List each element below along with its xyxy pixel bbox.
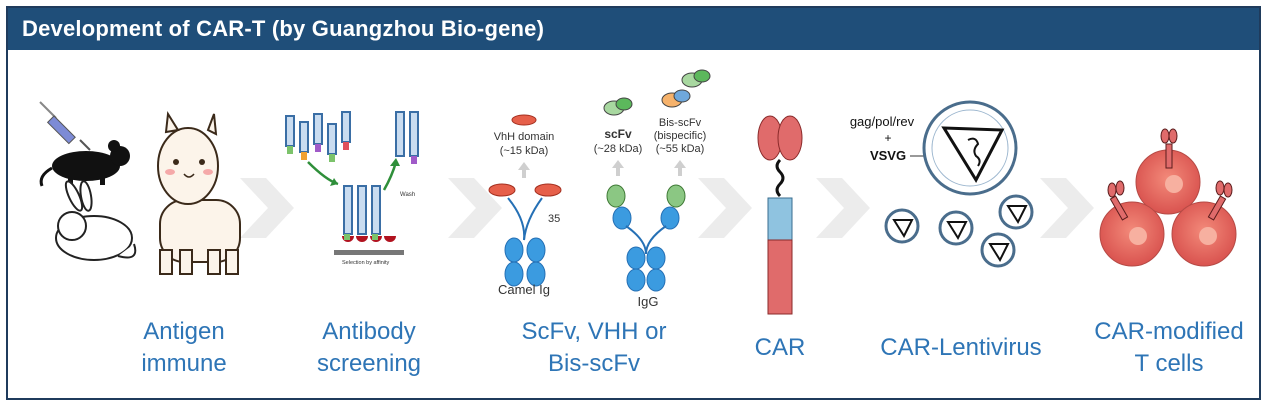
chevron-arrow-1 (240, 178, 294, 238)
step-label-antibody-screening: Antibody screening (304, 316, 434, 380)
scfv-arrow-icon (612, 160, 624, 176)
scfv-icon (603, 97, 633, 116)
chevron-arrow-4 (816, 178, 870, 238)
bound-phage-icon (343, 185, 381, 235)
step-label-line: ScFv, VHH or (521, 318, 667, 345)
gag-pol-rev-label: gag/pol/rev (850, 114, 915, 129)
scfv-label: scFv (604, 127, 632, 141)
step-label-scfv-vhh: ScFv, VHH or Bis-scFv (506, 316, 682, 380)
header-title: Development of CAR-T (by Guangzhou Bio-g… (22, 16, 545, 41)
wash-arrowhead-icon (390, 158, 400, 166)
step-label-line: Antibody (322, 318, 416, 345)
alpaca-icon (157, 111, 241, 275)
eluted-tag (411, 156, 417, 164)
chevron-arrow-3 (698, 178, 752, 238)
mouse-icon (39, 140, 130, 187)
selection-label: Selection by affinity (342, 260, 390, 266)
plus-label: + (884, 131, 891, 145)
chevron-arrow-5 (1040, 178, 1094, 238)
car-receptor-icon (757, 115, 803, 315)
step-label-line: T cells (1134, 350, 1204, 377)
lentivirus-small-cores (892, 205, 1028, 263)
camel-number-label: 35 (548, 213, 560, 225)
phage-tags (287, 142, 349, 162)
bis-kda-label: (~55 kDa) (656, 143, 705, 155)
lentivirus-large-icon (922, 100, 1018, 196)
eluted-phage-icon (395, 111, 419, 157)
step-label-car-t-cells: CAR-modified T cells (1080, 316, 1258, 380)
step-label-car-lentivirus: CAR-Lentivirus (866, 332, 1056, 364)
igg-icon (606, 184, 686, 292)
step-label-line: CAR-Lentivirus (880, 334, 1042, 361)
step-label-line: immune (141, 350, 227, 377)
wash-arrow-icon (382, 161, 398, 191)
step-label-line: Bis-scFv (548, 350, 640, 377)
bis-bispecific-label: (bispecific) (654, 130, 707, 142)
step-label-line: CAR-modified (1094, 318, 1244, 345)
diagram-frame: Development of CAR-T (by Guangzhou Bio-g… (6, 6, 1261, 400)
step-label-line: screening (316, 350, 422, 377)
vhh-kda-label: (~15 kDa) (500, 145, 549, 157)
scfv-kda-label: (~28 kDa) (594, 143, 643, 155)
bis-arrow-icon (674, 160, 686, 176)
bis-scfv-icon (661, 69, 711, 108)
arrowhead-icon (330, 178, 338, 186)
car-on-cells-icon (1107, 128, 1233, 221)
vsvg-label: VSVG (870, 148, 906, 163)
igg-label: IgG (638, 294, 659, 309)
diagram-illustration: Wash Selection by affinity VhH domain (~… (39, 69, 1237, 315)
header-bar: Development of CAR-T (by Guangzhou Bio-g… (8, 8, 1259, 50)
step-label-antigen-immune: Antigen immune (122, 316, 246, 380)
syringe-icon (39, 101, 91, 151)
bis-scfv-label: Bis-scFv (659, 117, 702, 129)
chevron-arrow-2 (448, 178, 502, 238)
vhh-domain-label: VhH domain (494, 131, 555, 143)
rabbit-icon (55, 180, 137, 261)
vhh-arrow-icon (518, 162, 530, 178)
camel-ig-icon (488, 183, 562, 287)
step-label-car: CAR (740, 332, 820, 364)
step-label-line: Antigen (143, 318, 225, 345)
t-cells-icon (1099, 149, 1237, 267)
vhh-domain-icon (511, 114, 537, 126)
step-label-line: CAR (754, 334, 806, 361)
antigen-plate-icon (334, 234, 404, 255)
camel-ig-label: Camel Ig (498, 282, 550, 297)
wash-label: Wash (400, 192, 415, 198)
chevron-arrows (240, 178, 1094, 238)
